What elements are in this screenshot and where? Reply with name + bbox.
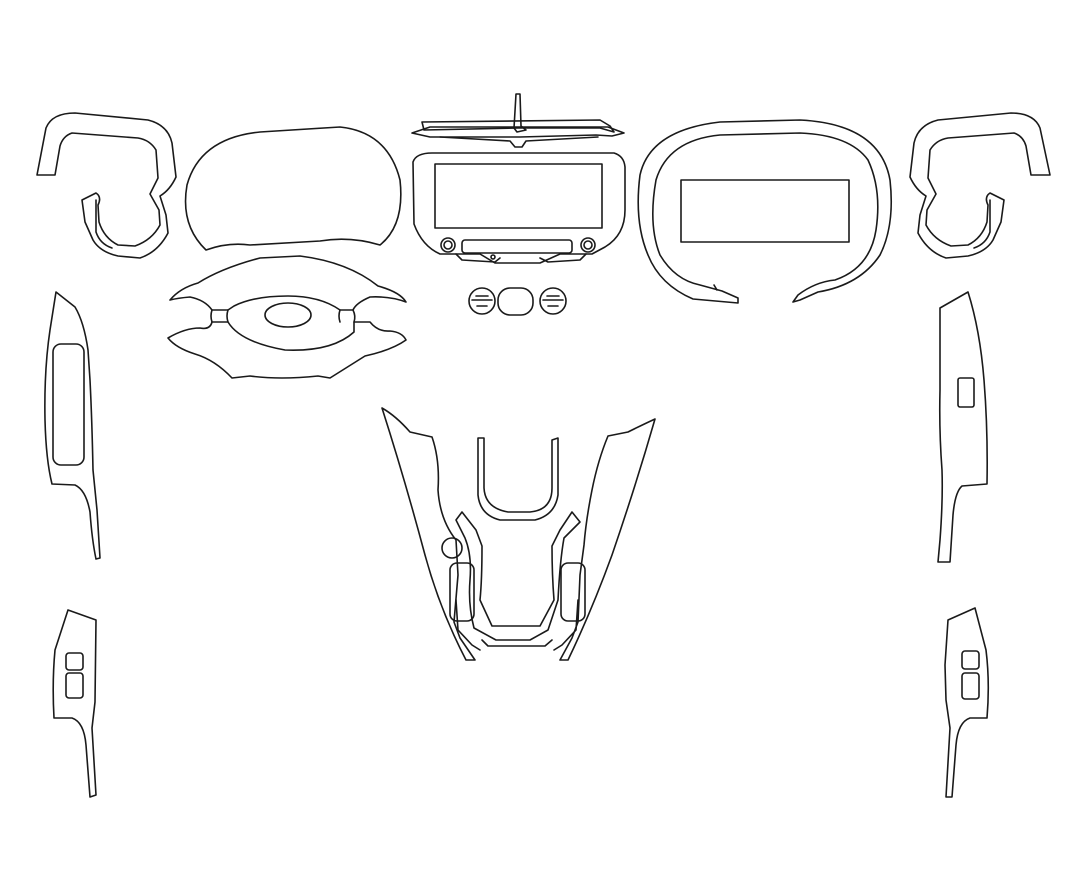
right-door-panel-trim <box>937 291 988 563</box>
right-door-handle <box>957 377 975 408</box>
left-switch-upper <box>65 652 84 671</box>
right-window-switch-trim <box>944 607 990 798</box>
right-knob-ring <box>580 237 596 253</box>
right-control-knob <box>539 287 567 315</box>
left-upper-vent-trim <box>36 112 177 259</box>
steering-wheel-trim <box>167 255 407 379</box>
right-cupholder <box>560 562 586 622</box>
center-control-knob <box>497 287 534 316</box>
right-switch-lower <box>961 672 980 700</box>
right-display-screen <box>680 179 850 243</box>
right-screen-surround <box>637 119 893 304</box>
left-knob-ring <box>440 237 456 253</box>
right-switch-upper <box>961 650 980 670</box>
top-dash-strip <box>411 93 625 148</box>
center-display-screen <box>434 163 603 229</box>
left-switch-lower <box>65 672 84 699</box>
right-knob-inner <box>583 240 593 250</box>
center-emblem <box>264 302 312 328</box>
button-strip <box>461 239 573 254</box>
left-knob-inner <box>443 240 453 250</box>
center-screen-bezel <box>412 152 626 264</box>
instrument-cluster-hood <box>184 126 402 251</box>
left-window-switch-trim <box>52 609 97 798</box>
control-knobs <box>468 287 567 316</box>
right-upper-vent-trim <box>909 112 1051 259</box>
console-dial <box>441 537 463 559</box>
left-control-knob <box>468 287 496 315</box>
left-door-panel-trim <box>44 291 101 560</box>
center-console-trim <box>381 407 656 661</box>
left-armrest-pocket <box>52 343 85 466</box>
left-cupholder <box>449 562 475 622</box>
